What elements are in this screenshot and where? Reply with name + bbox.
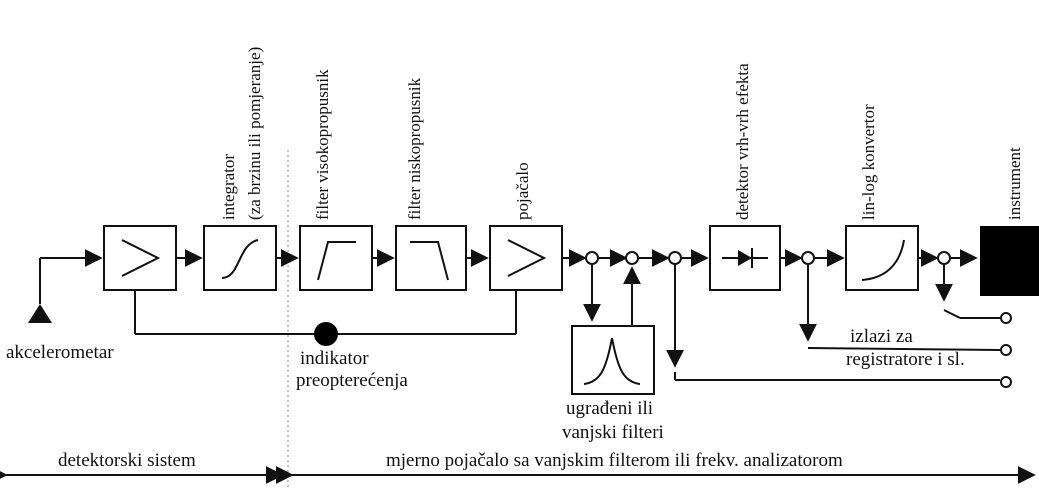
filters-label-line2: vanjski filteri	[562, 422, 664, 443]
sensor-label: akcelerometar	[6, 342, 114, 363]
accelerometer-symbol	[28, 249, 103, 323]
peak-detector-block	[709, 225, 781, 291]
lin-log-label: lin-log konvertor	[859, 104, 878, 220]
peak-detector-label: detektor vrh-vrh efekta	[733, 63, 752, 220]
outputs-label-line1: izlazi za	[850, 326, 913, 347]
junction-node	[801, 251, 815, 265]
integrator-block	[203, 225, 277, 291]
outputs-label-line2: registratore i sl.	[846, 349, 965, 370]
lowpass-label: filter niskopropusnik	[405, 77, 424, 220]
external-filter-block	[571, 325, 655, 395]
junction-node	[937, 251, 951, 265]
amplifier-label: pojačalo	[513, 162, 532, 220]
junction-node	[625, 251, 639, 265]
output-terminal	[1000, 312, 1012, 324]
output-terminal	[1000, 376, 1012, 388]
integrator-label-line1: integrator	[219, 154, 238, 220]
filters-label-line1: ugrađeni ili	[566, 398, 653, 419]
integrator-label-line2: (za brzinu ili pomjeranje)	[245, 47, 264, 220]
overload-indicator	[134, 290, 517, 346]
junction-node	[668, 251, 682, 265]
junction-node	[585, 251, 599, 265]
amplifier-block	[489, 225, 563, 291]
instrument-label: instrument	[1005, 147, 1024, 220]
overload-label-line1: indikator	[300, 348, 369, 369]
detector-system-label: detektorski sistem	[58, 450, 196, 471]
measuring-amplifier-label: mjerno pojačalo sa vanjskim filterom ili…	[386, 450, 843, 471]
highpass-label: filter visokopropusnik	[313, 69, 332, 220]
highpass-filter-block	[299, 225, 373, 291]
instrument-block	[980, 226, 1039, 296]
lin-log-converter-block	[845, 225, 919, 291]
output-terminal	[1000, 344, 1012, 356]
overload-label-line2: preopterećenja	[296, 370, 408, 391]
lowpass-filter-block	[395, 225, 467, 291]
input-amplifier-block	[103, 225, 177, 291]
